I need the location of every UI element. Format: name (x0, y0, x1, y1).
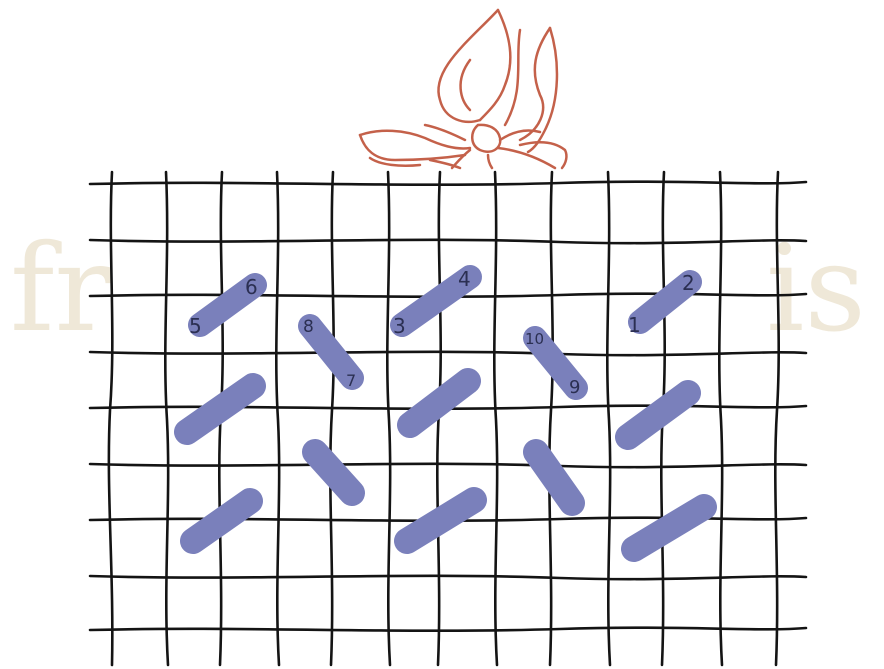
stitch-bar (410, 381, 468, 425)
stitch-bar (193, 501, 250, 541)
stitch-bar (628, 393, 688, 437)
grid-line-horizontal (90, 628, 806, 631)
stitch-label-8: 8 (303, 317, 314, 337)
flame-logo-icon (360, 10, 566, 168)
stitch-label-2: 2 (682, 271, 695, 295)
grid-line-vertical (165, 172, 168, 665)
grid-line-vertical (494, 172, 497, 665)
grid-line-vertical (775, 172, 778, 665)
grid-line-vertical (607, 172, 610, 665)
stitch-bar (536, 452, 572, 503)
grid-line-horizontal (90, 464, 806, 467)
stitch-label-4: 4 (458, 267, 471, 291)
stitch-label-6: 6 (245, 275, 258, 299)
stitch-label-7: 7 (346, 371, 356, 390)
stitches (187, 277, 704, 549)
grid-line-vertical (276, 172, 279, 665)
grid-line-horizontal (90, 352, 806, 355)
stitch-label-5: 5 (189, 314, 202, 338)
stitch-bar (407, 500, 474, 541)
stitch-label-1: 1 (628, 313, 641, 337)
grid-line-vertical (387, 172, 390, 665)
stitch-bar (634, 507, 704, 549)
grid-line-horizontal (90, 182, 806, 185)
stitch-label-3: 3 (393, 314, 406, 338)
stitch-label-10: 10 (525, 330, 544, 348)
stitch-bar (315, 452, 352, 493)
stitch-label-9: 9 (569, 377, 580, 398)
grid-line-horizontal (90, 576, 806, 579)
grid-line-vertical (549, 172, 552, 665)
grid-line-vertical (330, 172, 333, 665)
grid-line-horizontal (90, 240, 806, 243)
grid-line-vertical (719, 172, 722, 665)
